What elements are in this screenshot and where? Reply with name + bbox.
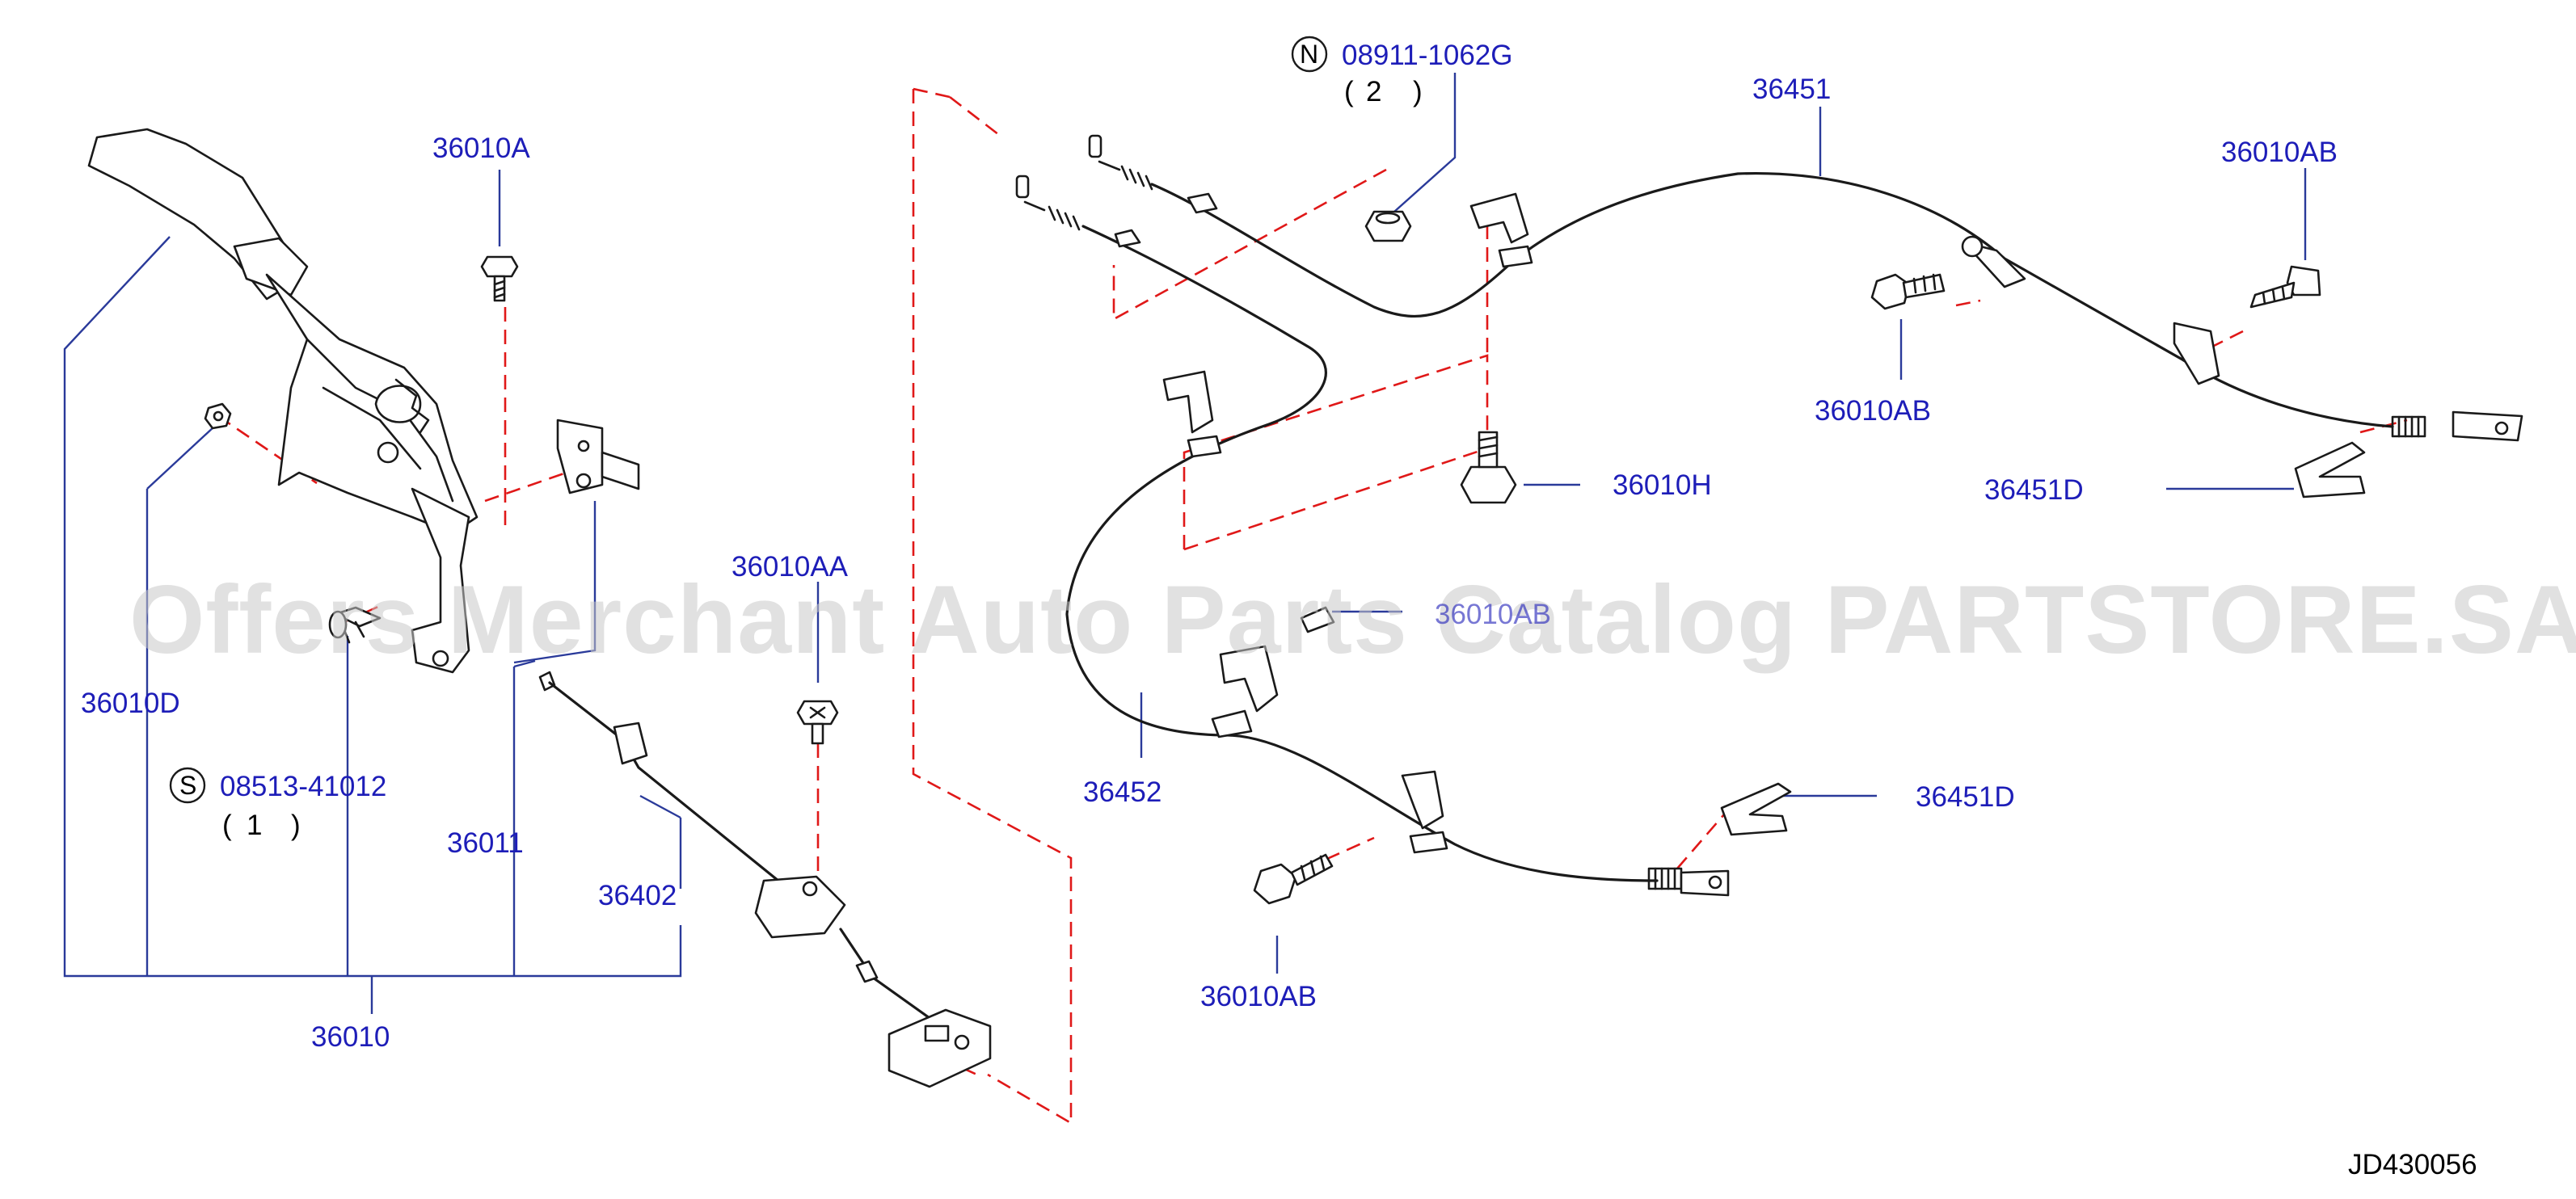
assembly-guide-lines (217, 87, 2408, 1125)
label-36010AB-mid[interactable]: 36010AB (1815, 395, 1931, 427)
qty-open-paren: ( (1344, 76, 1354, 107)
standard-part-circle-icon (1291, 36, 1328, 73)
label-36451[interactable]: 36451 (1752, 74, 1831, 105)
label-36010AB-top[interactable]: 36010AB (2221, 137, 2338, 168)
label-36402[interactable]: 36402 (598, 880, 677, 911)
qty-08911: 2 (1366, 76, 1381, 107)
cable-36402 (538, 671, 992, 1088)
qty-08513: 1 (247, 810, 262, 841)
label-36010H[interactable]: 36010H (1613, 469, 1712, 501)
figure-code: JD430056 (2348, 1149, 2477, 1180)
standard-part-code: S (179, 771, 196, 800)
qty-close-paren: ) (291, 810, 301, 841)
bolt-36010AA (796, 700, 839, 745)
label-36010AA[interactable]: 36010AA (731, 551, 849, 583)
bolt-36010AB-hidden (1300, 606, 1335, 633)
label-36010A[interactable]: 36010A (432, 133, 530, 164)
bolt-36010AB-bottom (1253, 853, 1334, 905)
standard-part-circle-icon (169, 767, 206, 804)
label-36452[interactable]: 36452 (1083, 776, 1162, 808)
label-08513-group: S 08513-41012 ( 1 ) (169, 767, 386, 841)
label-36010AB-bottom[interactable]: 36010AB (1200, 981, 1317, 1012)
leader-lines (63, 73, 2307, 1014)
label-36011[interactable]: 36011 (447, 827, 524, 859)
label-36010D[interactable]: 36010D (81, 688, 180, 719)
screw-08513 (328, 606, 382, 644)
cable-36451 (1088, 134, 2523, 442)
label-08911-group: N 08911-1062G ( 2 ) (1291, 36, 1512, 107)
label-36451D-bottom[interactable]: 36451D (1916, 781, 2015, 813)
bolt-36010AB-top (2249, 265, 2321, 309)
nut-08911 (1364, 210, 1412, 242)
part-labels: 36010A 36010D S 08513-41012 ( 1 ) 36011 … (81, 36, 2338, 1053)
clip-36451D-top (2294, 441, 2366, 499)
cable-36452 (1015, 175, 1730, 897)
nut-36010D (204, 402, 232, 430)
bolt-36010H (1460, 431, 1517, 504)
qty-open-paren: ( (222, 810, 232, 841)
standard-part-code: N (1300, 40, 1318, 69)
parking-brake-lever (87, 128, 479, 674)
label-36451D-top[interactable]: 36451D (1984, 474, 2084, 506)
clip-36451D-bottom (1720, 782, 1792, 836)
bracket-36011 (556, 419, 640, 494)
label-36010[interactable]: 36010 (311, 1021, 390, 1053)
bolt-36010A (480, 255, 519, 302)
label-08911-1062G[interactable]: 08911-1062G (1342, 40, 1512, 71)
watermark: Offers Merchant Auto Parts Catalog PARTS… (129, 566, 2576, 674)
label-36010AB-hidden[interactable]: 36010AB (1435, 599, 1551, 630)
bolt-36010AB-mid (1870, 273, 1946, 310)
label-08513-41012[interactable]: 08513-41012 (220, 771, 386, 802)
qty-close-paren: ) (1413, 76, 1423, 107)
